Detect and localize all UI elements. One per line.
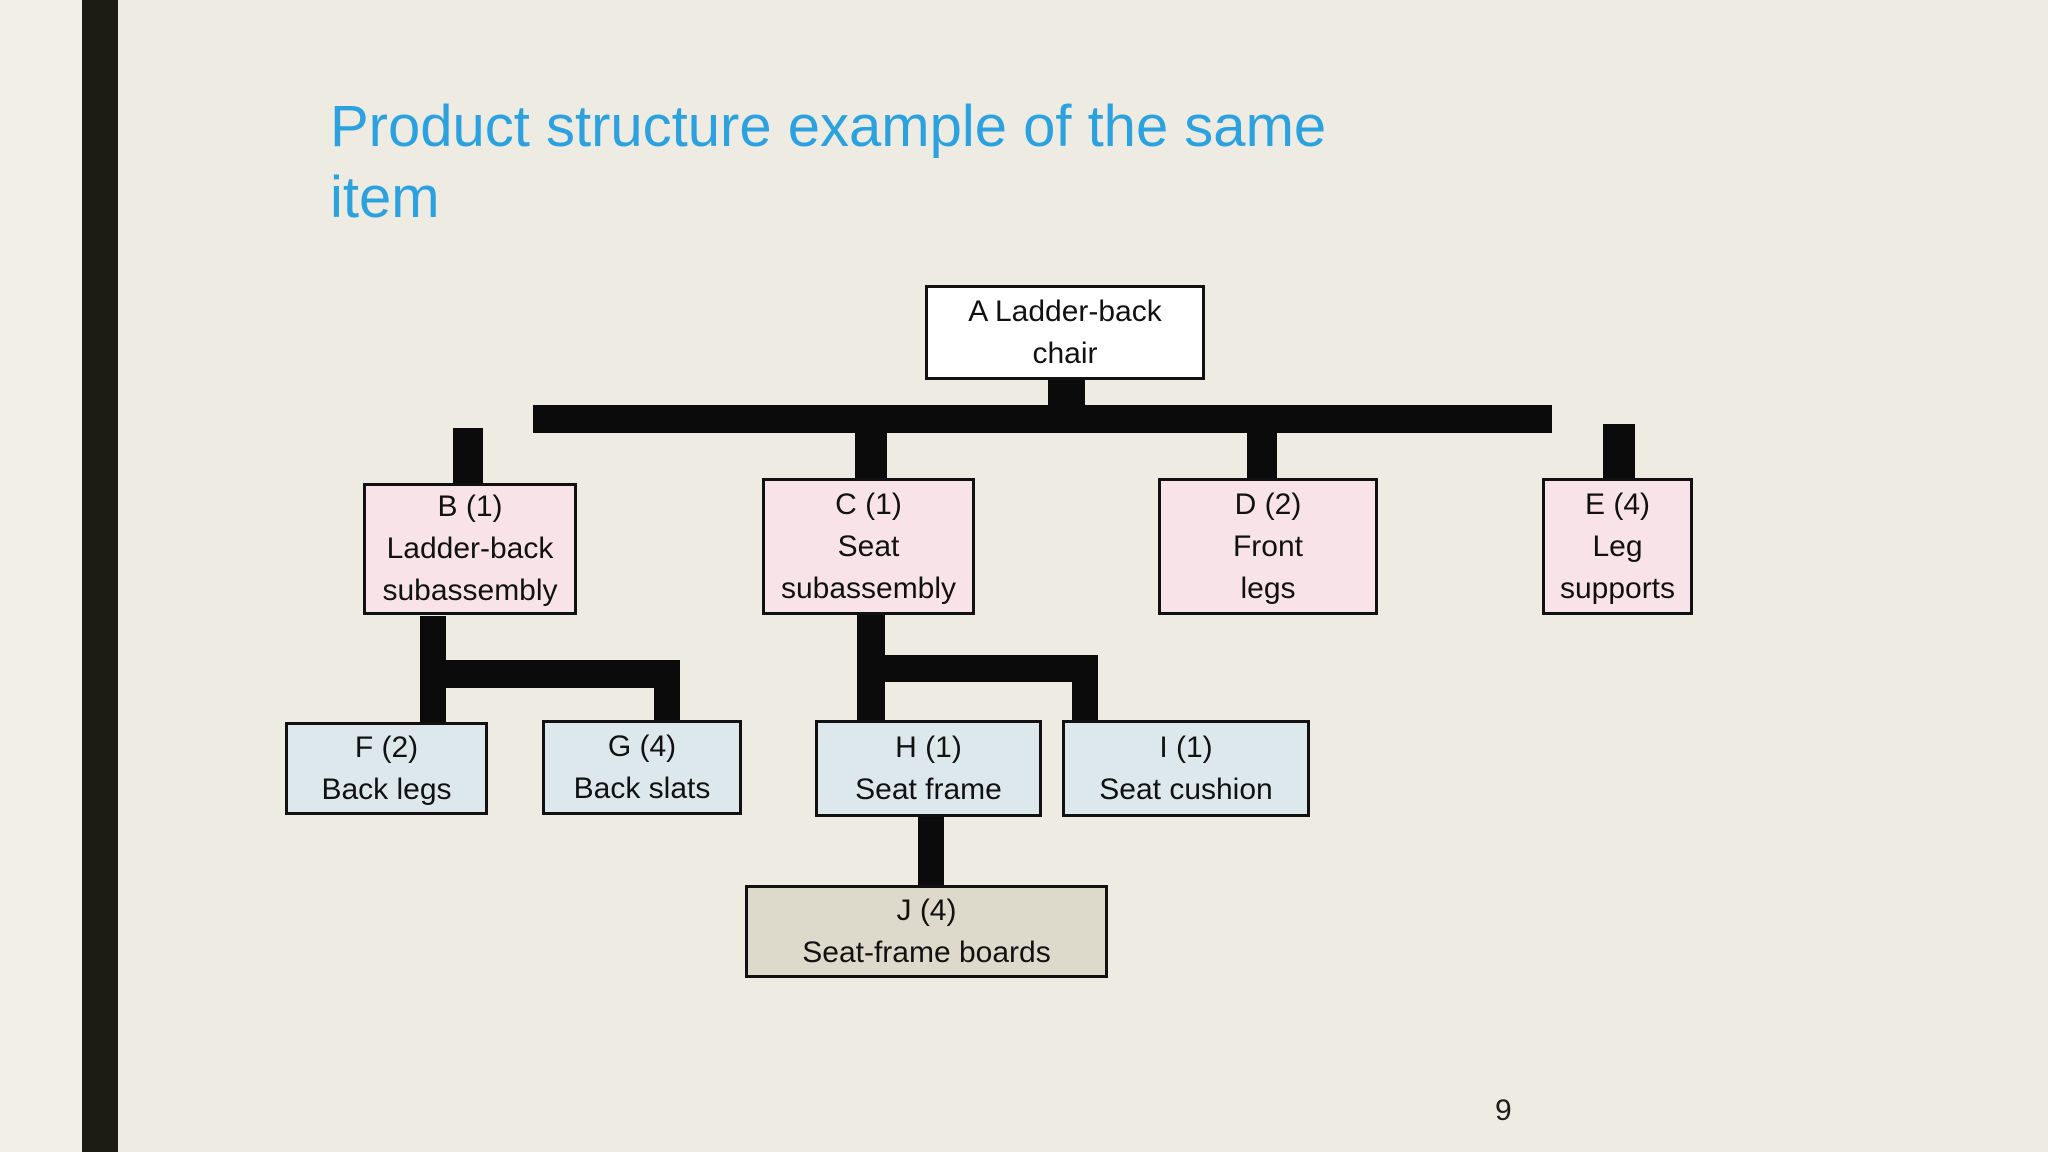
tree-node-f-back-legs: F (2) Back legs xyxy=(285,722,488,815)
page-number: 9 xyxy=(1495,1094,1512,1127)
tree-node-c-seat-subassembly: C (1) Seat subassembly xyxy=(762,478,975,615)
connector-c-children-bar xyxy=(857,655,1098,682)
connector-stub-node-b xyxy=(453,428,483,486)
left-margin-strip xyxy=(0,0,82,1152)
connector-level1-bar xyxy=(533,405,1552,433)
tree-node-d-front-legs: D (2) Front legs xyxy=(1158,478,1378,615)
connector-stub-node-j xyxy=(918,815,944,887)
tree-node-e-leg-supports: E (4) Leg supports xyxy=(1542,478,1693,615)
tree-node-j-seat-frame-boards: J (4) Seat-frame boards xyxy=(745,885,1108,978)
connector-stub-node-e xyxy=(1603,424,1635,481)
tree-node-h-seat-frame: H (1) Seat frame xyxy=(815,720,1042,817)
connector-root-stub xyxy=(1048,378,1085,408)
tree-node-g-back-slats: G (4) Back slats xyxy=(542,720,742,815)
tree-node-a-ladder-back-chair: A Ladder-back chair xyxy=(925,285,1205,380)
connector-b-children-bar xyxy=(420,660,680,688)
tree-node-b-ladder-back-subassembly: B (1) Ladder-back subassembly xyxy=(363,483,577,615)
tree-node-i-seat-cushion: I (1) Seat cushion xyxy=(1062,720,1310,817)
slide-title: Product structure example of the same it… xyxy=(330,94,1327,230)
connector-stub-node-g xyxy=(654,660,680,722)
connector-stub-node-c xyxy=(855,432,887,481)
connector-stub-node-i xyxy=(1072,655,1098,722)
sidebar-accent-bar xyxy=(82,0,118,1152)
connector-stub-node-d xyxy=(1247,432,1277,481)
